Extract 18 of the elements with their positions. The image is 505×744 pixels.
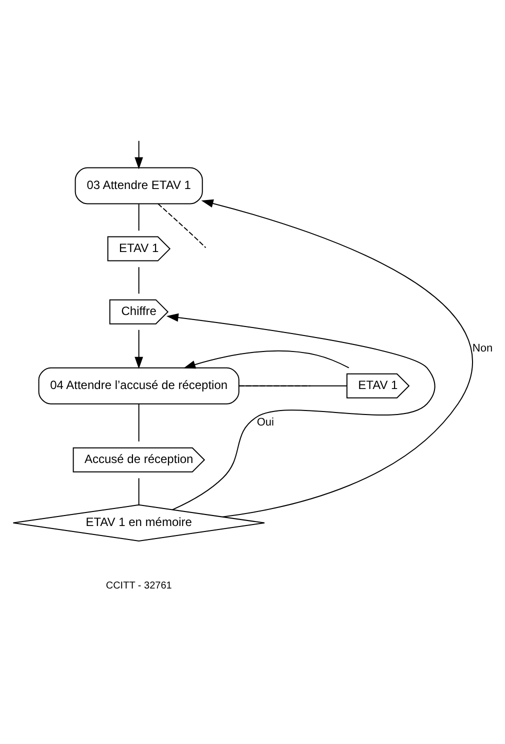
arrow (134, 140, 143, 170)
node-box: 03 Attendre ETAV 1 (74, 167, 202, 204)
edge-label: Non (472, 342, 492, 355)
connector (138, 403, 139, 442)
arrow (200, 199, 472, 518)
arrow (166, 313, 435, 510)
connector (157, 203, 206, 248)
label: CCITT - 32761 (105, 580, 172, 592)
arrow (182, 350, 349, 369)
connector (238, 385, 347, 386)
edge-label: Oui (256, 416, 274, 429)
node-box: 04 Attendre l’accusé de réception (38, 367, 239, 404)
connector (138, 266, 139, 294)
connector (238, 385, 310, 386)
connector (138, 478, 139, 506)
connector (138, 204, 139, 232)
node-diamond: ETAV 1 en mémoire (12, 504, 264, 542)
arrow (134, 329, 143, 369)
